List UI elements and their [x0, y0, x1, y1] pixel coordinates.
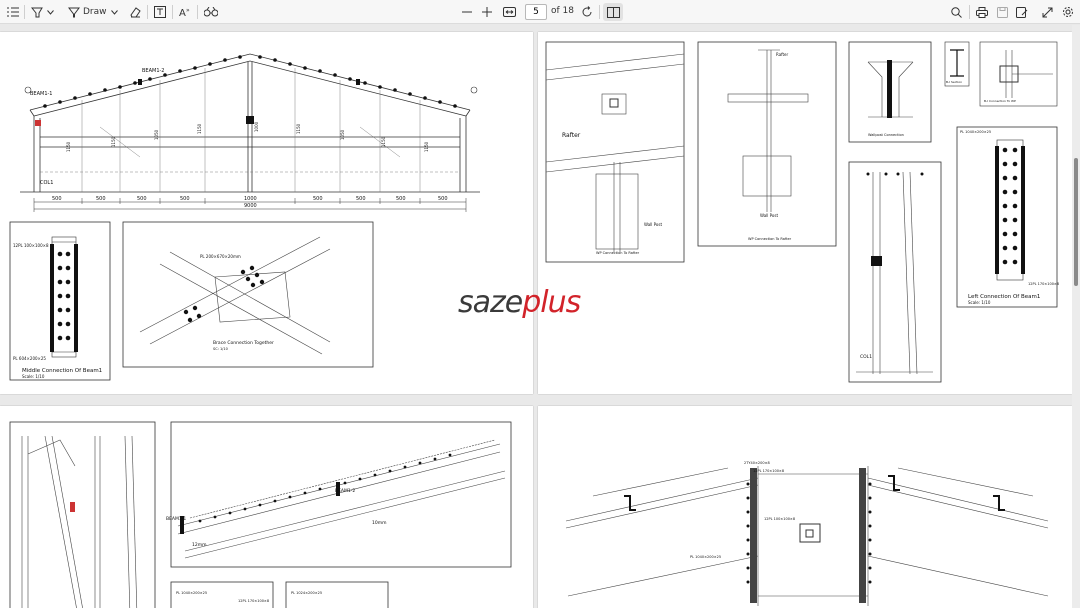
beam-label: BEAM1-2 [142, 68, 165, 74]
height-dim: 1050 [340, 129, 345, 140]
bay-dim: 500 [356, 196, 366, 202]
height-dim: 1150 [296, 123, 301, 134]
pdf-page: Rafter Wall Post WP Connection To Rafter… [538, 32, 1072, 394]
plate-spec: PL 604×200×25 [13, 356, 46, 361]
draw-icon [68, 6, 80, 18]
zoom-out-icon[interactable] [460, 3, 474, 21]
plate-spec: PL 1040×200×25 [176, 591, 207, 595]
plate-spec: 12PL 100×100×8 [764, 517, 795, 521]
pdf-page: BEAM1-1 BEAM1-2 12mm 10mm PL 1040×200×25… [0, 406, 533, 608]
vertical-scrollbar[interactable] [1072, 25, 1080, 608]
draw-button[interactable]: Draw [68, 3, 108, 21]
height-dim: 1000 [254, 121, 259, 132]
detail-title: Middle Connection Of Beam1 [22, 368, 102, 374]
detail-scale: SC: 1/10 [213, 347, 228, 351]
toolbar-divider [24, 5, 25, 19]
zoom-in-icon[interactable] [480, 3, 494, 21]
drawing-frame-details: Rafter Wall Post WP Connection To Rafter… [545, 41, 1059, 383]
toolbar-divider [172, 5, 173, 19]
drawing-frame-beam: BEAM1-1 BEAM1-2 12mm 10mm PL 1040×200×25… [9, 421, 512, 608]
height-dim: 1150 [66, 141, 71, 152]
detail-scale: Scale: 1/10 [22, 374, 45, 379]
print-icon[interactable] [975, 3, 989, 21]
detail-title: Left Connection Of Beam1 [968, 294, 1040, 300]
rafter-label: Rafter [562, 132, 581, 139]
dimension-label: 12mm [192, 542, 207, 548]
two-page-view-icon[interactable] [603, 3, 623, 21]
drawing-frame-elevation: BEAM1-2 BEAM1-1 COL1 1150 1150 1050 1150… [9, 53, 480, 381]
bay-dim: 500 [96, 196, 106, 202]
column-label: COL1 [860, 354, 872, 360]
wall-post-label: Wall Post [760, 213, 778, 218]
beam-label: BEAM1-2 [335, 488, 355, 494]
page-number-input[interactable] [525, 4, 547, 20]
detail-title: Brace Connection Together [213, 340, 274, 346]
search-icon[interactable] [949, 3, 963, 21]
bay-dim: 500 [52, 196, 62, 202]
plate-spec: 12PL 170×100×8 [1028, 282, 1059, 286]
pdf-toolbar: Draw A» of 18 [0, 0, 1080, 24]
toolbar-divider [599, 5, 600, 19]
eraser-icon[interactable] [128, 3, 142, 21]
page-total: of 18 [551, 6, 574, 16]
save-icon[interactable] [995, 3, 1009, 21]
fit-page-icon[interactable] [501, 3, 517, 21]
height-dim: 1150 [111, 136, 116, 147]
scrollbar-thumb[interactable] [1074, 158, 1078, 286]
rafter-label: Rafter [776, 52, 789, 57]
detail-title: B-I Connection To WP [984, 99, 1016, 103]
plate-spec: PL 1040×200×25 [960, 130, 991, 134]
beam-label: BEAM1-1 [30, 91, 53, 97]
pdf-page: 2ΤΥ40×200×8 12PL 170×100×8 12PL 100×100×… [538, 406, 1072, 608]
draw-label: Draw [83, 7, 107, 17]
detail-title: Wallpost Connection [868, 133, 904, 137]
fullscreen-icon[interactable] [1040, 3, 1054, 21]
bay-dim: 500 [396, 196, 406, 202]
read-aloud-icon[interactable]: A» [178, 3, 192, 21]
beam-label: BEAM1-1 [166, 516, 186, 522]
plate-spec: 12PL 100×100×8 [13, 243, 49, 248]
pdf-page: BEAM1-2 BEAM1-1 COL1 1150 1150 1050 1150… [0, 32, 533, 394]
plate-spec: PL 200×670×20mm [200, 254, 241, 259]
detail-scale: Scale: 1/10 [968, 300, 991, 305]
document-viewport[interactable]: BEAM1-2 BEAM1-1 COL1 1150 1150 1050 1150… [0, 25, 1072, 608]
plate-spec: 2ΤΥ40×200×8 [744, 461, 770, 465]
rotate-icon[interactable] [580, 3, 594, 21]
immersive-reader-icon[interactable] [203, 3, 219, 21]
wall-post-label: Wall Post [644, 222, 662, 227]
save-as-icon[interactable] [1015, 3, 1029, 21]
toolbar-divider [197, 5, 198, 19]
toolbar-divider [147, 5, 148, 19]
bay-dim: 500 [313, 196, 323, 202]
bay-dim: 500 [180, 196, 190, 202]
total-dim: 9000 [244, 203, 257, 209]
toolbar-divider [969, 5, 970, 19]
bay-dim: 500 [438, 196, 448, 202]
height-dim: 1050 [154, 129, 159, 140]
highlight-icon[interactable] [30, 3, 44, 21]
height-dim: 1150 [381, 136, 386, 147]
detail-title: B-I Section [946, 80, 962, 84]
dimension-label: 10mm [372, 520, 387, 526]
detail-title: WP Connection To Rafter [748, 237, 792, 241]
svg-text:»: » [186, 7, 190, 14]
height-dim: 1150 [197, 123, 202, 134]
column-label: COL1 [40, 180, 53, 186]
text-box-icon[interactable] [153, 3, 167, 21]
chevron-down-icon[interactable] [110, 3, 118, 21]
drawing-frame-apex: 2ΤΥ40×200×8 12PL 170×100×8 12PL 100×100×… [565, 461, 1049, 606]
plate-spec: PL 1024×200×25 [291, 591, 322, 595]
bay-dim: 500 [137, 196, 147, 202]
contents-icon[interactable] [6, 3, 20, 21]
chevron-down-icon[interactable] [46, 3, 54, 21]
plate-spec: PL 1040×200×25 [690, 555, 721, 559]
height-dim: 1150 [424, 141, 429, 152]
svg-text:A: A [179, 8, 186, 18]
plate-spec: 12PL 170×100×8 [753, 469, 784, 473]
settings-icon[interactable] [1061, 3, 1075, 21]
bay-dim: 1000 [244, 196, 257, 202]
plate-spec: 12PL 170×100×8 [238, 599, 269, 603]
detail-title: WP Connection To Rafter [596, 251, 640, 255]
